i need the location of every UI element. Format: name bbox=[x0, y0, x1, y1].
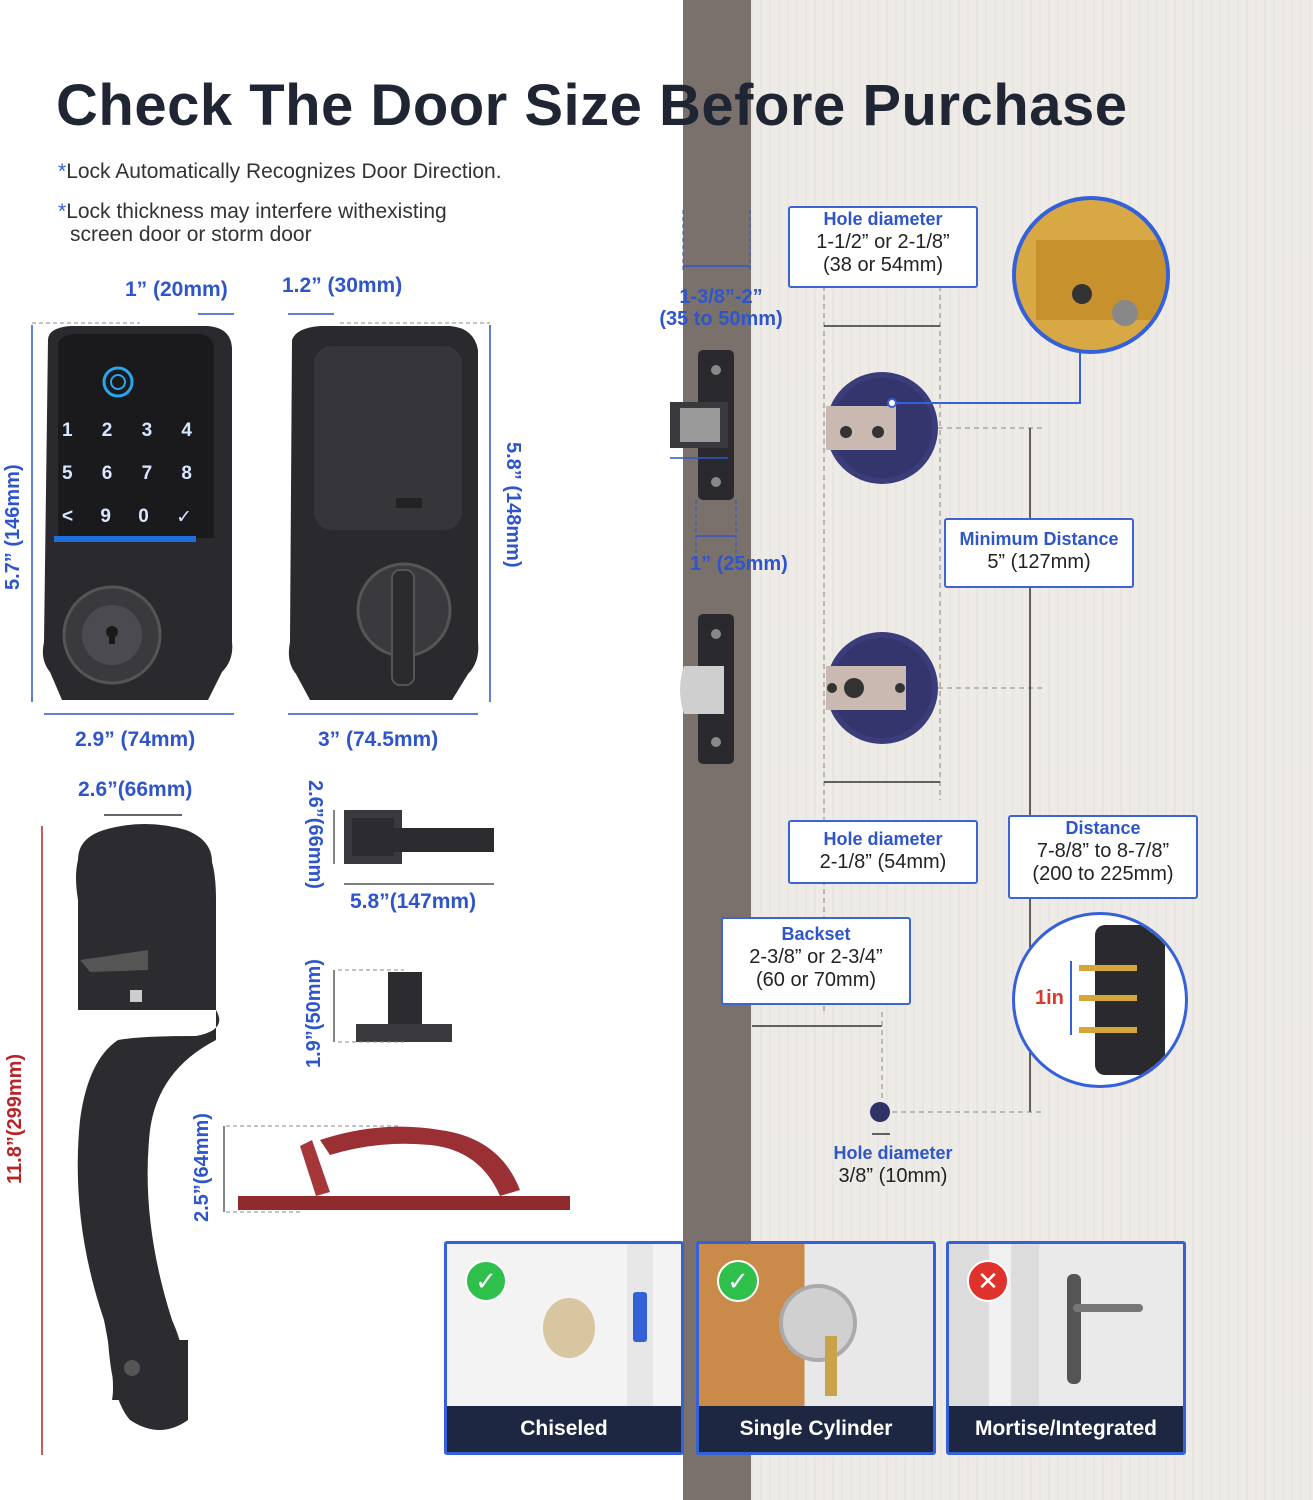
lock-diagram bbox=[31, 313, 491, 715]
box-hole-mid: Hole diameter 2-1/8” (54mm) bbox=[788, 820, 978, 884]
dim-plate-width: 2.6”(66mm) bbox=[78, 778, 193, 801]
note-door-direction: *Lock Automatically Recognizes Door Dire… bbox=[58, 160, 502, 183]
label-hole-small: Hole diameter 3/8” (10mm) bbox=[833, 1143, 953, 1187]
dim-front-width: 2.9” (74mm) bbox=[75, 728, 196, 751]
page-title: Check The Door Size Before Purchase bbox=[56, 73, 1128, 138]
thumb-piece bbox=[238, 1126, 570, 1210]
dim-back-height: 5.8” (148mm) bbox=[502, 442, 524, 568]
card-label-single-cylinder: Single Cylinder bbox=[699, 1406, 933, 1452]
dim-lever-width: 5.8”(147mm) bbox=[350, 890, 477, 913]
small-hole bbox=[870, 1102, 890, 1122]
note-thickness: *Lock thickness may interfere withexisti… bbox=[58, 200, 447, 246]
screw-spacing-label: 1in bbox=[1035, 987, 1064, 1009]
lock-back bbox=[288, 326, 479, 700]
card-chiseled: ✓ Chiseled bbox=[444, 1241, 684, 1455]
card-label-chiseled: Chiseled bbox=[447, 1406, 681, 1452]
dim-thumb-height: 2.5”(64mm) bbox=[191, 1113, 213, 1222]
door-prep-diagram bbox=[670, 210, 1081, 1135]
handle-exterior bbox=[76, 824, 220, 1430]
dim-latch-width: 1” (25mm) bbox=[690, 553, 788, 575]
card-label-mortise: Mortise/Integrated bbox=[949, 1406, 1183, 1452]
box-distance: Distance 7-8/8” to 8-7/8” (200 to 225mm) bbox=[1008, 815, 1198, 899]
cross-icon: ✕ bbox=[967, 1260, 1009, 1302]
dim-total-height: 11.8”(299mm) bbox=[4, 1053, 26, 1184]
dim-back-depth: 1.2” (30mm) bbox=[282, 274, 403, 297]
strike-zoom-circle: 1in bbox=[1012, 912, 1188, 1088]
handle-diagram bbox=[41, 810, 570, 1455]
box-backset: Backset 2-3/8” or 2-3/4” (60 or 70mm) bbox=[721, 917, 911, 1005]
box-min-distance: Minimum Distance 5” (127mm) bbox=[944, 518, 1134, 588]
check-icon: ✓ bbox=[717, 1260, 759, 1302]
dim-lever-height: 2.6”(66mm) bbox=[304, 780, 326, 889]
card-mortise: ✕ Mortise/Integrated bbox=[946, 1241, 1186, 1455]
top-bore-hole bbox=[826, 372, 938, 484]
deadbolt-latch bbox=[670, 350, 734, 500]
spindle-part bbox=[356, 972, 452, 1042]
card-single-cylinder: ✓ Single Cylinder bbox=[696, 1241, 936, 1455]
dim-front-height: 5.7” (146mm) bbox=[2, 464, 24, 590]
dim-back-width: 3” (74.5mm) bbox=[318, 728, 439, 751]
box-hole-top: Hole diameter 1-1/2” or 2-1/8” (38 or 54… bbox=[788, 206, 978, 288]
lock-front bbox=[42, 326, 233, 700]
latch-zoom-circle bbox=[1012, 196, 1170, 354]
passage-latch bbox=[680, 614, 734, 764]
mid-bore-hole bbox=[826, 632, 938, 744]
lever-handle bbox=[344, 810, 494, 864]
dim-spindle-height: 1.9”(50mm) bbox=[303, 959, 325, 1068]
dim-front-depth: 1” (20mm) bbox=[125, 278, 228, 301]
check-icon: ✓ bbox=[465, 1260, 507, 1302]
dim-door-thickness: 1-3/8”-2”(35 to 50mm) bbox=[659, 286, 783, 330]
mortise-photo bbox=[949, 1244, 1183, 1406]
